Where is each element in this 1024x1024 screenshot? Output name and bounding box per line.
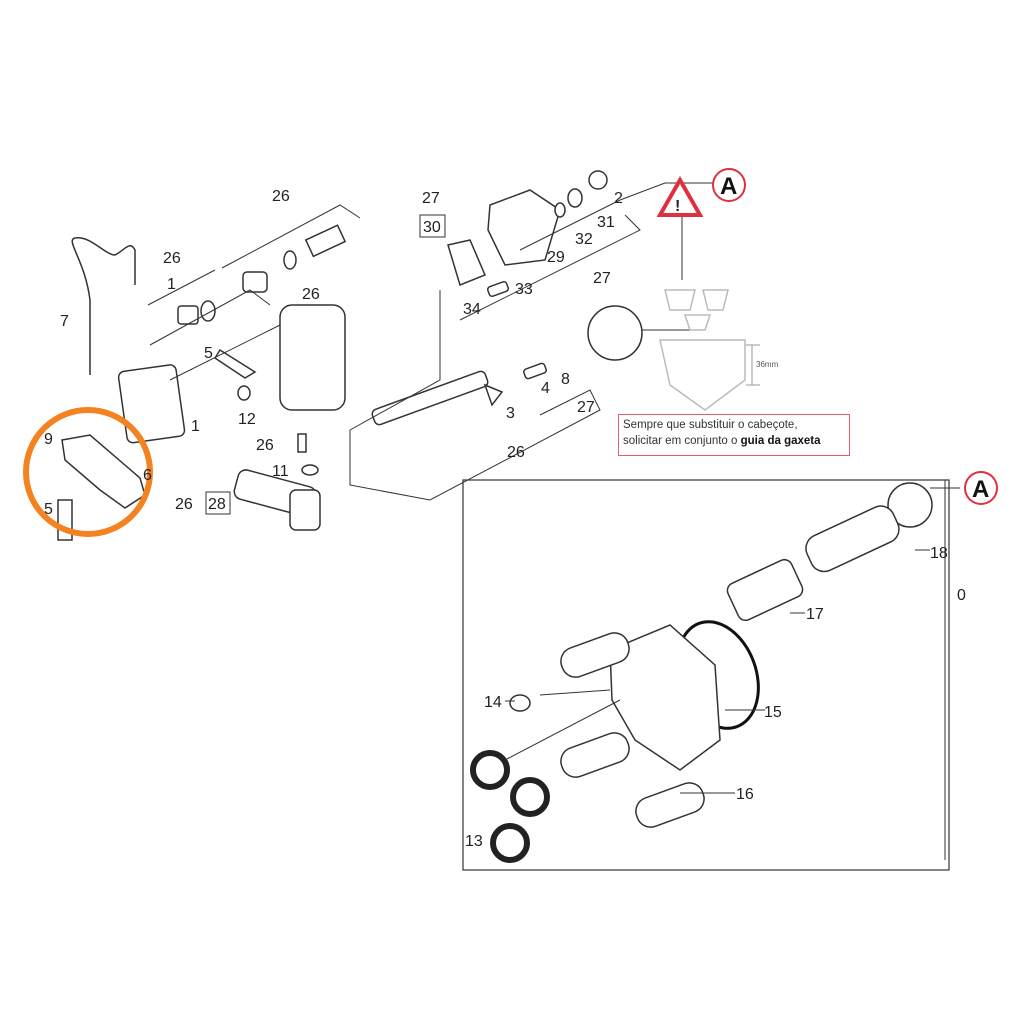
leader-line bbox=[504, 480, 960, 860]
clip5-part bbox=[213, 348, 257, 379]
pin-part bbox=[297, 433, 307, 453]
gasket-part bbox=[447, 239, 486, 287]
warning-note: Sempre que substituir o cabeçote, solici… bbox=[618, 414, 850, 456]
seal-part bbox=[510, 777, 550, 817]
callout: 34 bbox=[463, 301, 481, 318]
callout: 6 bbox=[143, 467, 152, 484]
callout: 2 bbox=[614, 190, 623, 207]
plug-small-part bbox=[177, 305, 199, 325]
callout: 15 bbox=[764, 704, 782, 721]
callout: 31 bbox=[597, 214, 615, 231]
callout: 16 bbox=[736, 786, 754, 803]
orange-highlight-circle bbox=[23, 407, 153, 537]
oring-part bbox=[200, 300, 216, 322]
plug-part bbox=[242, 271, 268, 293]
dimension-label: 36mm bbox=[756, 360, 779, 369]
callout: 3 bbox=[506, 405, 515, 422]
group-bracket bbox=[459, 182, 715, 321]
outlet-fitting-part bbox=[289, 489, 321, 531]
callout-labels: 26 26 1 7 26 5 1 12 9 6 5 26 11 26 28 27… bbox=[44, 188, 966, 850]
note-line2: solicitar em conjunto o guia da gaxeta bbox=[623, 433, 845, 449]
note-line1: Sempre que substituir o cabeçote, bbox=[623, 419, 798, 431]
note-line2-text: solicitar em conjunto o bbox=[623, 435, 741, 447]
callout: 17 bbox=[806, 606, 824, 623]
piston-part bbox=[560, 732, 630, 778]
callout: 1 bbox=[167, 276, 176, 293]
flange-part bbox=[117, 364, 186, 444]
callout: 26 bbox=[163, 250, 181, 267]
oring-part bbox=[301, 464, 319, 476]
callout: 32 bbox=[575, 231, 593, 248]
detail-marker: A bbox=[972, 476, 989, 503]
callout: 7 bbox=[60, 313, 69, 330]
detail-marker-circle bbox=[712, 168, 746, 202]
group-bracket bbox=[147, 204, 361, 381]
callout: 30 bbox=[423, 219, 441, 236]
callout: 9 bbox=[44, 431, 53, 448]
callout: 0 bbox=[957, 587, 966, 604]
callout: 11 bbox=[272, 463, 289, 480]
triangle-gasket-part bbox=[483, 383, 504, 407]
valve-part bbox=[371, 370, 489, 426]
piston-part bbox=[560, 632, 630, 678]
callout: 5 bbox=[44, 501, 53, 518]
seal-part bbox=[509, 694, 531, 712]
group-bracket bbox=[349, 290, 601, 501]
callout: 18 bbox=[930, 545, 948, 562]
note-line2-bold: guia da gaxeta bbox=[740, 435, 821, 447]
oring-part bbox=[283, 250, 297, 270]
spring-part bbox=[726, 558, 804, 622]
inlet-pipe-part bbox=[61, 434, 146, 509]
detail-marker-circle bbox=[964, 471, 998, 505]
detail-marker: A bbox=[720, 173, 737, 200]
guide-part bbox=[664, 289, 729, 331]
seal-part bbox=[470, 750, 510, 790]
callout: 27 bbox=[577, 399, 595, 416]
valve-body-part bbox=[279, 304, 346, 411]
callout: 33 bbox=[515, 281, 533, 298]
leader-line bbox=[640, 215, 690, 331]
warning-exclamation: ! bbox=[675, 198, 680, 215]
callout: 27 bbox=[422, 190, 440, 207]
nut-part bbox=[588, 170, 608, 190]
callout: 14 bbox=[484, 694, 502, 711]
callout: 5 bbox=[204, 345, 213, 362]
callout: 4 bbox=[541, 380, 550, 397]
callout: 13 bbox=[465, 833, 483, 850]
callout: 28 bbox=[208, 496, 226, 513]
piston-plate-part bbox=[609, 624, 721, 771]
detail-box bbox=[462, 479, 950, 871]
piston-part bbox=[635, 782, 705, 828]
callout: 29 bbox=[547, 249, 565, 266]
callout: 8 bbox=[561, 371, 570, 388]
callout: 1 bbox=[191, 418, 200, 435]
callout: 26 bbox=[256, 437, 274, 454]
dimension-line bbox=[746, 344, 760, 386]
head-part bbox=[487, 189, 561, 266]
callout: 26 bbox=[272, 188, 290, 205]
callout: 26 bbox=[507, 444, 525, 461]
warning-triangle-icon bbox=[656, 175, 704, 217]
callout: 26 bbox=[175, 496, 193, 513]
head-block-part bbox=[659, 339, 746, 411]
piston-part bbox=[805, 505, 900, 573]
callout: 27 bbox=[593, 270, 611, 287]
callout: 12 bbox=[238, 411, 256, 428]
small-valve-part bbox=[486, 280, 510, 298]
detail-magnifier bbox=[587, 305, 643, 361]
ring-part bbox=[567, 188, 583, 208]
seal-part bbox=[490, 823, 530, 863]
callout: 26 bbox=[302, 286, 320, 303]
hose-part bbox=[71, 237, 136, 375]
small-valve-part bbox=[523, 362, 547, 380]
circlip-part bbox=[887, 482, 933, 528]
oring-part bbox=[237, 385, 251, 401]
spring-part bbox=[304, 224, 347, 258]
ring-part bbox=[554, 202, 566, 218]
